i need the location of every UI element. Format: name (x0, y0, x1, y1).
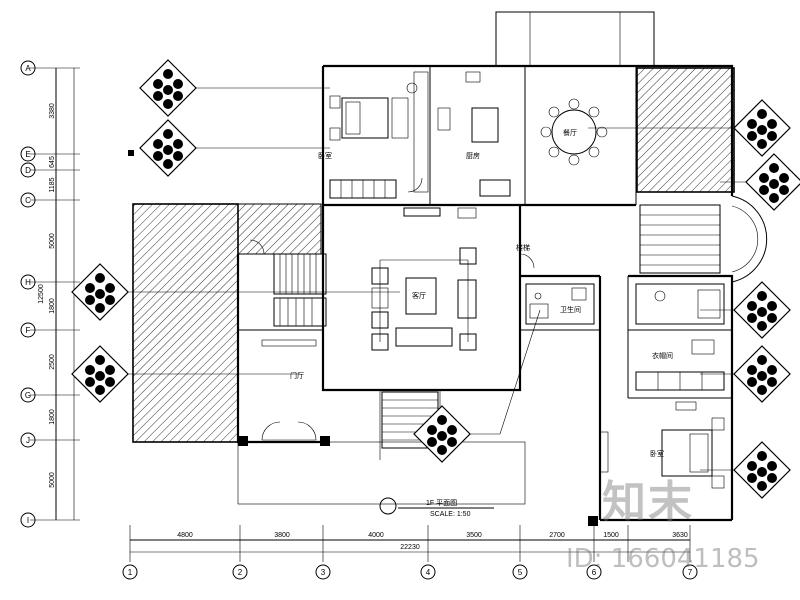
room-label-bedroom-nw: 卧室 (318, 151, 332, 160)
hatched-areas (132, 67, 735, 443)
grid-axis-label: 4 (426, 568, 431, 577)
grid-axis-label: F (26, 326, 31, 335)
tag-diamond (733, 99, 791, 157)
left-grid-bubbles: A E D C H F G J I (20, 60, 36, 528)
room-labels: 卧室 厨房 餐厅 客厅 卫生间 卧室 门厅 楼梯 衣帽间 (290, 128, 673, 458)
tag-diamond (733, 345, 791, 403)
grid-axis-label: 7 (688, 568, 693, 577)
tag-diamond (413, 405, 471, 463)
bottom-dimension-chain (129, 525, 691, 562)
dimension-total: 12500 (38, 284, 45, 304)
grid-axis-label: 2 (238, 568, 243, 577)
room-label-kitchen: 厨房 (466, 151, 480, 160)
watermark-logo: 知末 (602, 477, 694, 528)
dimension-value: 1800 (49, 298, 56, 314)
leader-lines (128, 87, 748, 471)
dimension-value: 2700 (549, 532, 565, 539)
room-label-foyer: 门厅 (290, 371, 304, 380)
grid-axis-label: C (25, 196, 31, 205)
tag-diamond (71, 263, 129, 321)
tag-diamond (139, 59, 197, 117)
furniture (238, 71, 725, 526)
drawing-scale: SCALE: 1:50 (430, 511, 471, 518)
left-dimension-values: 3380 645 1185 5000 1800 2500 1800 5000 1… (38, 103, 56, 488)
dimension-value: 1800 (49, 409, 56, 425)
dimension-value: 3630 (672, 532, 688, 539)
grid-axis-label: 6 (592, 568, 597, 577)
room-label-stair: 楼梯 (516, 243, 530, 252)
room-label-dining: 餐厅 (563, 128, 577, 137)
dimension-value: 5000 (49, 233, 56, 249)
room-label-closet: 衣帽间 (652, 351, 673, 360)
bottom-grid-bubbles: 1 2 3 4 5 6 7 (122, 564, 698, 580)
tag-diamond (139, 119, 197, 177)
tag-diamond (71, 345, 129, 403)
tag-diamond (733, 281, 791, 339)
dimension-value: 5000 (49, 472, 56, 488)
room-label-bath-center: 卫生间 (560, 305, 581, 314)
grid-axis-label: E (25, 150, 30, 159)
tag-diamond (745, 153, 800, 211)
grid-axis-label: G (25, 391, 31, 400)
dimension-value: 2500 (49, 354, 56, 370)
watermark-id: ID: 166041185 (566, 544, 760, 574)
dimension-value: 645 (49, 156, 56, 168)
room-label-living: 客厅 (412, 291, 426, 300)
bottom-dimension-values: 4800 3800 4000 3500 2700 1500 3630 22230 (177, 532, 688, 551)
drawing-title-block: 1F 平面图 SCALE: 1:50 (379, 497, 494, 518)
grid-axis-label: 3 (321, 568, 326, 577)
grid-axis-label: D (25, 166, 31, 175)
dimension-value: 4000 (368, 532, 384, 539)
dimension-value: 3380 (49, 103, 56, 119)
grid-axis-label: 5 (518, 568, 523, 577)
grid-axis-label: 1 (128, 568, 133, 577)
grid-axis-label: I (27, 516, 29, 525)
dimension-value: 3800 (274, 532, 290, 539)
dimension-value: 4800 (177, 532, 193, 539)
dimension-value: 3500 (466, 532, 482, 539)
dimension-value: 1500 (603, 532, 619, 539)
grid-axis-label: A (25, 64, 31, 73)
dimension-total: 22230 (400, 544, 420, 551)
grid-axis-label: J (26, 436, 30, 445)
grid-axis-label: H (25, 278, 31, 287)
room-label-bedroom-e: 卧室 (650, 449, 664, 458)
tag-diamond (733, 441, 791, 499)
drawing-title: 1F 平面图 (426, 499, 457, 507)
dimension-value: 1185 (49, 177, 56, 192)
left-dimension-chain (30, 67, 80, 521)
